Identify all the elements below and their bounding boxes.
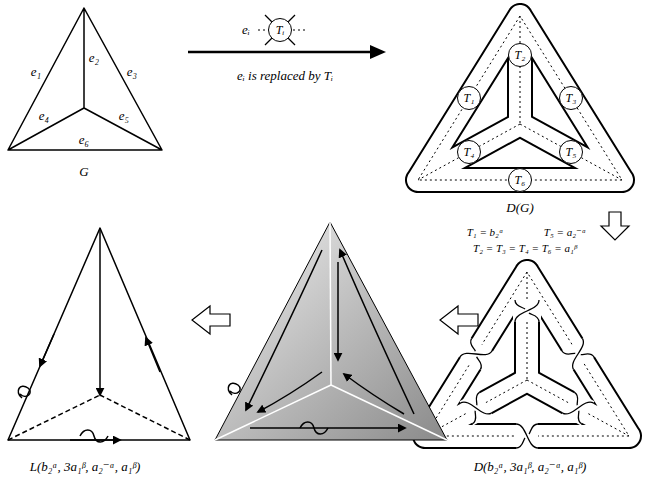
- tangle-strand: [265, 15, 295, 45]
- tangle-circle: T₆: [508, 168, 532, 192]
- formula-label: T₅ = a₂⁻ᵅ: [544, 226, 586, 238]
- tangle-name: T₄: [464, 146, 475, 158]
- edge-label: e₆: [79, 133, 89, 147]
- twists: [458, 300, 595, 450]
- edge-label: e₂: [89, 51, 99, 65]
- tangle-name: Tᵢ: [276, 24, 285, 36]
- band-diagram: [418, 16, 622, 180]
- formula-label: D(b₂ᵅ, 3a₁ᵝ, a₂⁻ᵅ, a₁ᵝ): [474, 460, 587, 474]
- tangle-circle: Tᵢ: [268, 18, 292, 42]
- step-arrow: [192, 306, 230, 334]
- tangle-name: T₂: [515, 49, 526, 61]
- step-arrow: [601, 212, 629, 240]
- tangle-strand: [265, 15, 295, 45]
- spanning-surface: [215, 222, 447, 440]
- formula-label: T₁ = b₂ᵅ: [467, 226, 504, 238]
- tangle-circle: T₄: [457, 140, 481, 164]
- arrow-head: [370, 45, 386, 59]
- link-frame: [8, 228, 190, 442]
- tangle-name: T₆: [515, 174, 526, 186]
- edge-label: e₃: [127, 65, 137, 79]
- tangle-name: T₅: [566, 146, 577, 158]
- tangle-circle: T₅: [559, 140, 583, 164]
- band-diagram: [425, 272, 629, 436]
- surface-ridges: [215, 222, 447, 440]
- edge-label: e₁: [31, 65, 41, 79]
- edge-label: e₄: [39, 109, 49, 123]
- graph-g: [8, 8, 162, 150]
- replace-arrow: [188, 51, 372, 54]
- formula-label: T₂ = T₃ = T₄ = T₆ = a₁ᵝ: [473, 242, 577, 254]
- link-strands: [228, 250, 414, 434]
- formula-label: eᵢ is replaced by Tᵢ: [237, 69, 333, 83]
- edge-label: e₅: [119, 109, 129, 123]
- formula-label: L(b₂ᵅ, 3a₁ᵝ, a₂⁻ᵅ, a₁ᵝ): [30, 460, 141, 474]
- edge-label: eᵢ: [242, 23, 250, 37]
- edge-label: G: [79, 165, 88, 179]
- tangle-circle: T₁: [457, 86, 481, 110]
- tangle-name: T₁: [464, 92, 475, 104]
- tangle-circle: T₃: [559, 86, 583, 110]
- tangle-name: T₃: [566, 92, 577, 104]
- step-arrow: [440, 306, 478, 334]
- formula-label: D(G): [506, 201, 533, 215]
- tangle-circle: T₂: [508, 43, 532, 67]
